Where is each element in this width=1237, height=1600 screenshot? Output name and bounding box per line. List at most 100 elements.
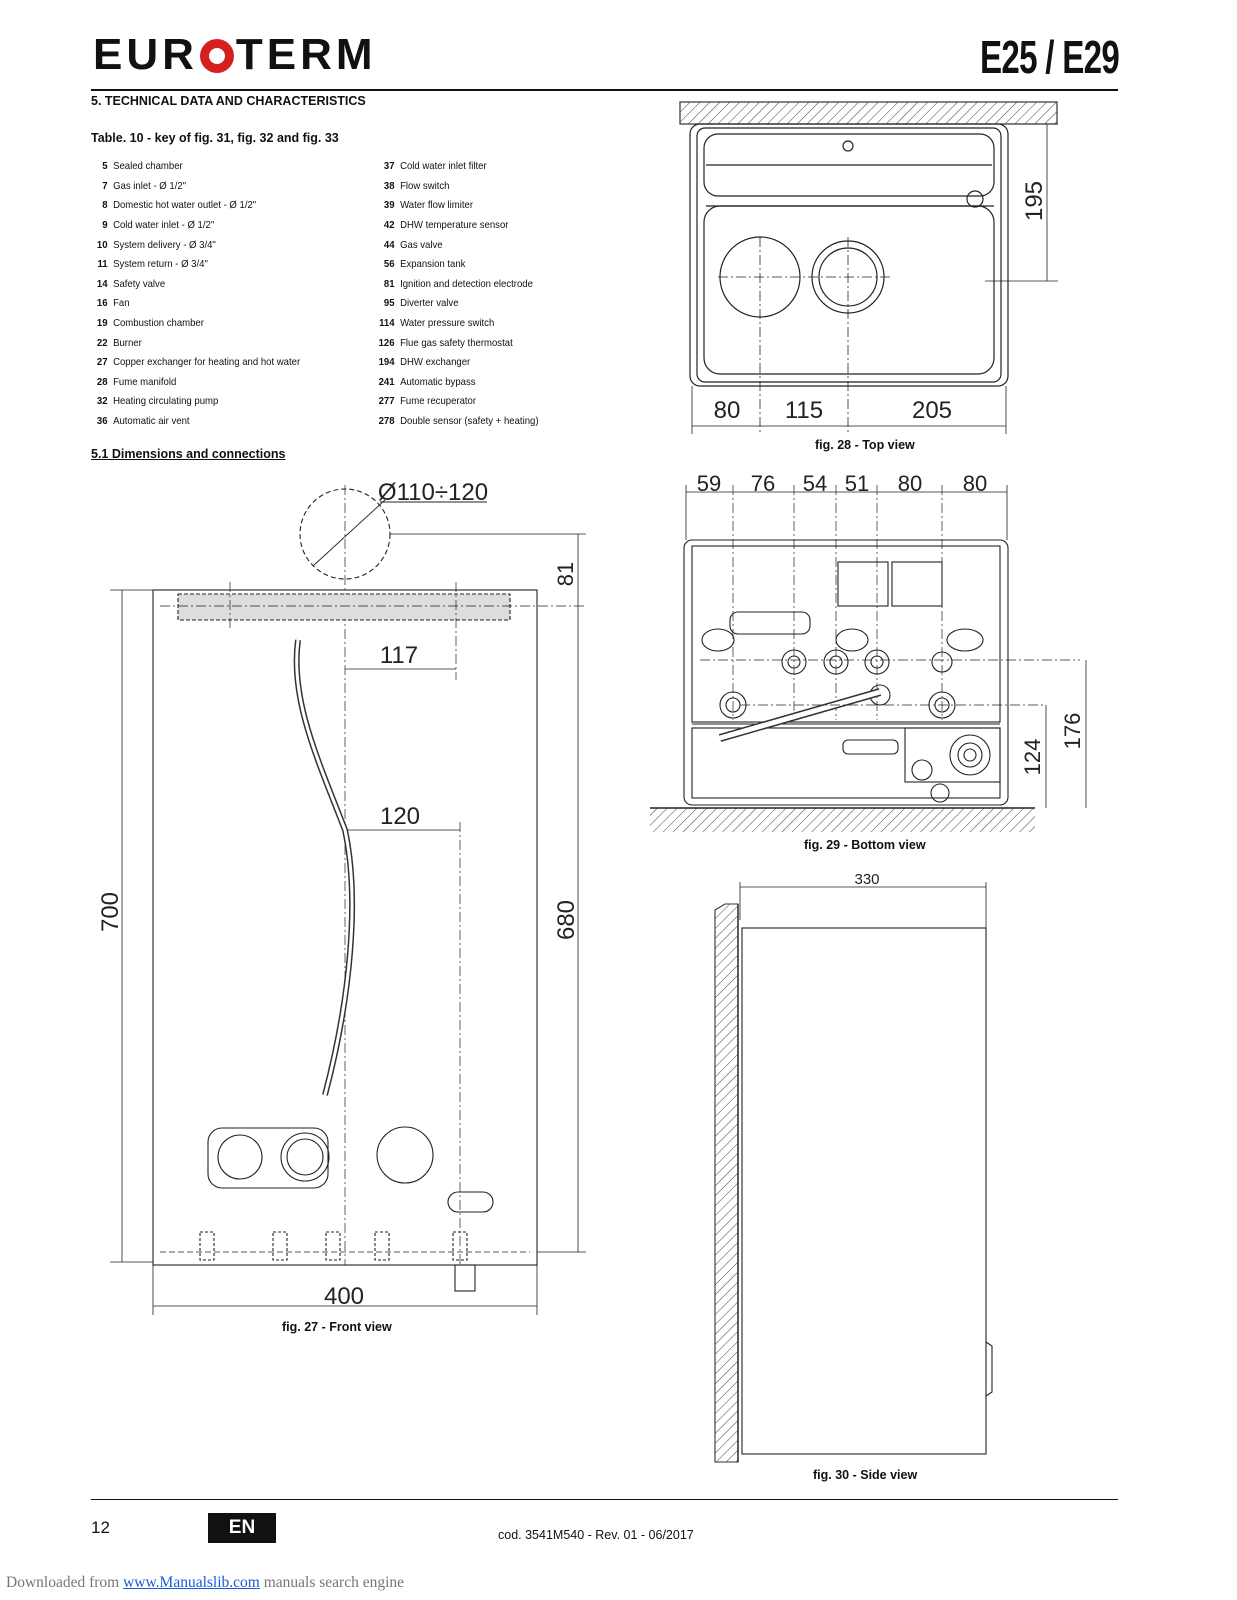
key-label: Cold water inlet - Ø 1/2" <box>113 220 215 232</box>
key-number: 126 <box>378 337 395 349</box>
key-row: 8 Domestic hot water outlet - Ø 1/2" <box>91 196 367 216</box>
page-number: 12 <box>91 1518 110 1537</box>
key-label: Copper exchanger for heating and hot wat… <box>113 357 301 369</box>
key-number: 9 <box>102 220 108 232</box>
table-title: Table. 10 - key of fig. 31, fig. 32 and … <box>91 131 339 145</box>
key-number: 32 <box>96 396 108 408</box>
key-number: 28 <box>96 376 108 388</box>
key-label: Flue gas safety thermostat <box>400 337 513 349</box>
manualslib-link[interactable]: www.Manualslib.com <box>123 1574 260 1591</box>
key-label: Gas inlet - Ø 1/2" <box>113 180 187 192</box>
key-label: Water pressure switch <box>400 318 495 330</box>
key-label: Automatic air vent <box>113 416 190 428</box>
dim-bottom-176: 176 <box>1060 713 1085 750</box>
key-number: 56 <box>383 259 395 271</box>
dim-front-81: 81 <box>553 562 578 586</box>
key-label: Fan <box>113 298 130 310</box>
key-label: Cold water inlet filter <box>400 161 487 173</box>
key-label: Expansion tank <box>400 259 466 271</box>
key-label: DHW exchanger <box>400 357 471 369</box>
key-label: Combustion chamber <box>113 318 204 330</box>
key-number: 44 <box>383 239 395 251</box>
key-row: 10 System delivery - Ø 3/4" <box>91 235 367 255</box>
key-number: 27 <box>96 357 108 369</box>
key-number: 10 <box>96 239 108 251</box>
dim-bottom-54: 54 <box>803 471 827 496</box>
dim-front-flue-diameter: Ø110÷120 <box>378 479 488 506</box>
dim-front-117: 117 <box>380 642 418 669</box>
header-rule <box>91 89 1118 91</box>
key-label: Diverter valve <box>400 298 459 310</box>
front-view-drawing <box>110 485 586 1315</box>
logo-arrow-icon <box>199 39 234 73</box>
key-number: 37 <box>383 161 395 173</box>
dim-bottom-76: 76 <box>751 471 775 496</box>
caption-fig-28: fig. 28 - Top view <box>815 438 915 452</box>
key-label: Domestic hot water outlet - Ø 1/2" <box>113 200 257 212</box>
dim-top-115: 115 <box>785 397 823 424</box>
key-label: Flow switch <box>400 180 450 192</box>
key-label: Ignition and detection electrode <box>400 278 533 290</box>
key-number: 8 <box>102 200 108 212</box>
document-code: cod. 3541M540 - Rev. 01 - 06/2017 <box>498 1528 694 1542</box>
key-row: 81 Ignition and detection electrode <box>378 275 654 295</box>
dim-bottom-51: 51 <box>845 471 869 496</box>
key-row: 7 Gas inlet - Ø 1/2" <box>91 177 367 197</box>
key-number: 241 <box>378 376 395 388</box>
key-label: Automatic bypass <box>400 376 476 388</box>
download-note: Downloaded from www.Manualslib.com manua… <box>6 1574 405 1591</box>
key-label: Burner <box>113 337 142 349</box>
key-number: 7 <box>102 180 108 192</box>
key-number: 5 <box>102 161 108 173</box>
key-row: 126 Flue gas safety thermostat <box>378 333 654 353</box>
section-title: 5. TECHNICAL DATA AND CHARACTERISTICS <box>91 94 366 108</box>
dim-bottom-80a: 80 <box>898 471 922 496</box>
dim-side-330: 330 <box>854 871 879 888</box>
key-row: 241 Automatic bypass <box>378 373 654 393</box>
key-number: 19 <box>96 318 108 330</box>
key-label: DHW temperature sensor <box>400 220 509 232</box>
key-number: 16 <box>96 298 108 310</box>
top-view-drawing <box>679 101 1058 434</box>
dim-front-680: 680 <box>553 900 580 940</box>
key-row: 9 Cold water inlet - Ø 1/2" <box>91 216 367 236</box>
caption-fig-29: fig. 29 - Bottom view <box>804 838 926 852</box>
key-row: 95 Diverter valve <box>378 294 654 314</box>
key-number: 277 <box>378 396 395 408</box>
key-number: 36 <box>96 416 108 428</box>
key-label: System return - Ø 3/4" <box>113 259 208 271</box>
dim-front-400: 400 <box>324 1283 364 1310</box>
key-label: Fume manifold <box>113 376 177 388</box>
key-row: 36 Automatic air vent <box>91 412 367 432</box>
key-row: 16 Fan <box>91 294 367 314</box>
key-number: 81 <box>383 278 395 290</box>
key-row: 19 Combustion chamber <box>91 314 367 334</box>
key-label: Double sensor (safety + heating) <box>400 416 539 428</box>
key-number: 278 <box>378 416 395 428</box>
key-label: System delivery - Ø 3/4" <box>113 239 216 251</box>
key-row: 37 Cold water inlet filter <box>378 157 654 177</box>
key-number: 42 <box>383 220 395 232</box>
key-row: 27 Copper exchanger for heating and hot w… <box>91 353 367 373</box>
key-row: 278 Double sensor (safety + heating) <box>378 412 654 432</box>
dim-bottom-59: 59 <box>697 471 721 496</box>
key-label: Safety valve <box>113 278 166 290</box>
key-number: 95 <box>383 298 395 310</box>
key-number: 11 <box>97 259 108 271</box>
key-label: Gas valve <box>400 239 443 251</box>
key-label: Water flow limiter <box>400 200 474 212</box>
dim-front-120: 120 <box>380 803 420 830</box>
key-row: 11 System return - Ø 3/4" <box>91 255 367 275</box>
key-row: 22 Burner <box>91 333 367 353</box>
language-badge: EN <box>208 1513 276 1543</box>
key-number: 194 <box>378 357 395 369</box>
dim-bottom-80b: 80 <box>963 471 987 496</box>
key-row: 28 Fume manifold <box>91 373 367 393</box>
model-title: E25 / E29 <box>980 31 1120 83</box>
subsection-title: 5.1 Dimensions and connections <box>91 447 286 461</box>
key-number: 22 <box>96 337 108 349</box>
